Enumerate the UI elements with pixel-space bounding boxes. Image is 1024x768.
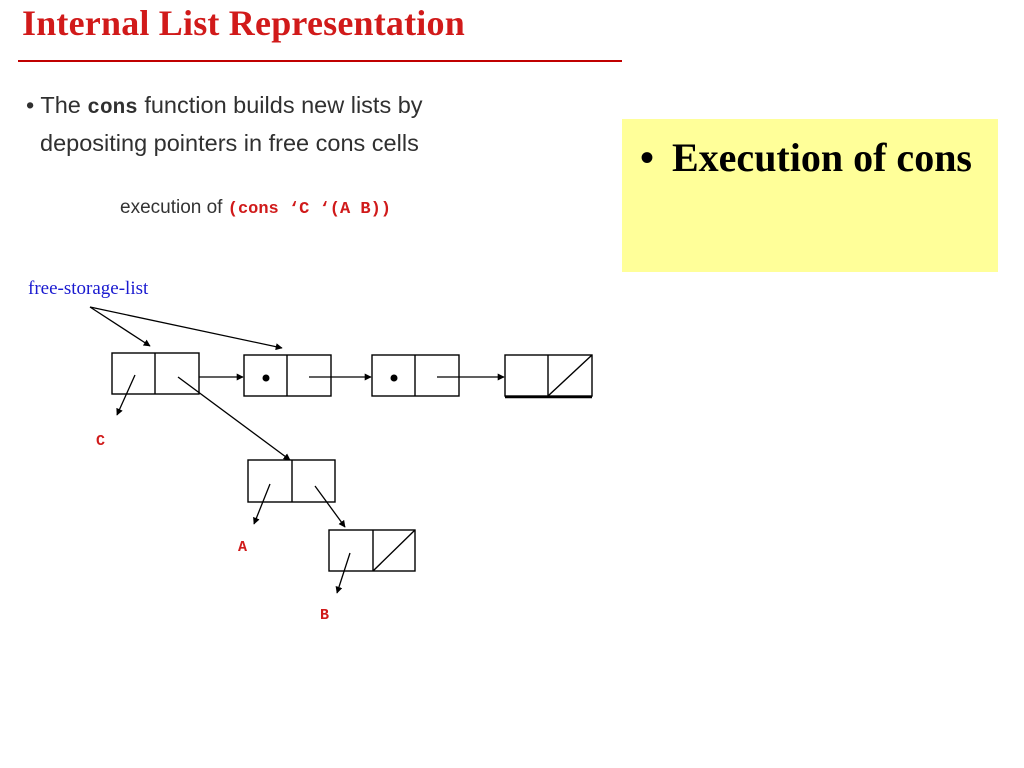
slide-title: Internal List Representation — [22, 3, 465, 43]
cell-links — [116, 373, 505, 461]
bullet-dot: • — [26, 92, 35, 118]
diagram-caption: execution of (cons ‘C ‘(A B)) — [120, 197, 391, 219]
atom-b: B — [320, 607, 329, 624]
cons-cell-new — [111, 352, 200, 395]
car-to-b-arrow — [335, 552, 351, 594]
free-storage-list-label: free-storage-list — [28, 278, 149, 299]
free-list-arrow-1 — [89, 306, 151, 347]
caption-text: execution of — [120, 197, 223, 218]
bullet-line-1: • The cons function builds new lists by — [26, 88, 423, 126]
cons-cell-diagram: free-storage-list — [28, 278, 593, 624]
bullet-text-end: function builds new lists by — [144, 92, 423, 118]
title-divider — [18, 60, 622, 62]
free-list-pointers — [89, 306, 283, 351]
cons-keyword: cons — [87, 97, 138, 120]
bullet-paragraph: • The cons function builds new lists by … — [26, 88, 423, 161]
atom-labels: C A B — [96, 433, 329, 624]
cons-expression: (cons ‘C ‘(A B)) — [227, 200, 391, 219]
bullet-text-start: The — [40, 92, 81, 118]
cons-cell-b — [328, 529, 416, 572]
cons-cell-free-last — [504, 354, 593, 399]
list-ab-arrows — [253, 483, 351, 594]
cons-cell-free-1 — [243, 354, 332, 397]
free-list-arrow-2 — [89, 306, 283, 351]
cons-cell-free-2 — [371, 354, 460, 397]
callout-box: • Execution of cons — [622, 119, 998, 272]
cdr-to-ab-arrow — [177, 376, 291, 461]
atom-c: C — [96, 433, 105, 450]
cons-cell-a — [247, 459, 336, 503]
bullet-line-2: depositing pointers in free cons cells — [40, 130, 419, 156]
callout-bullet: • — [640, 135, 655, 180]
car-to-a-arrow — [253, 483, 271, 525]
pointer-dots — [262, 374, 398, 382]
callout-text: Execution of cons — [672, 135, 972, 180]
car-to-c-arrow — [116, 374, 136, 416]
top-row-cells — [111, 352, 593, 399]
cdr-to-b-cell-arrow — [314, 485, 346, 528]
list-ab-cells — [247, 459, 416, 572]
atom-a: A — [238, 539, 247, 556]
